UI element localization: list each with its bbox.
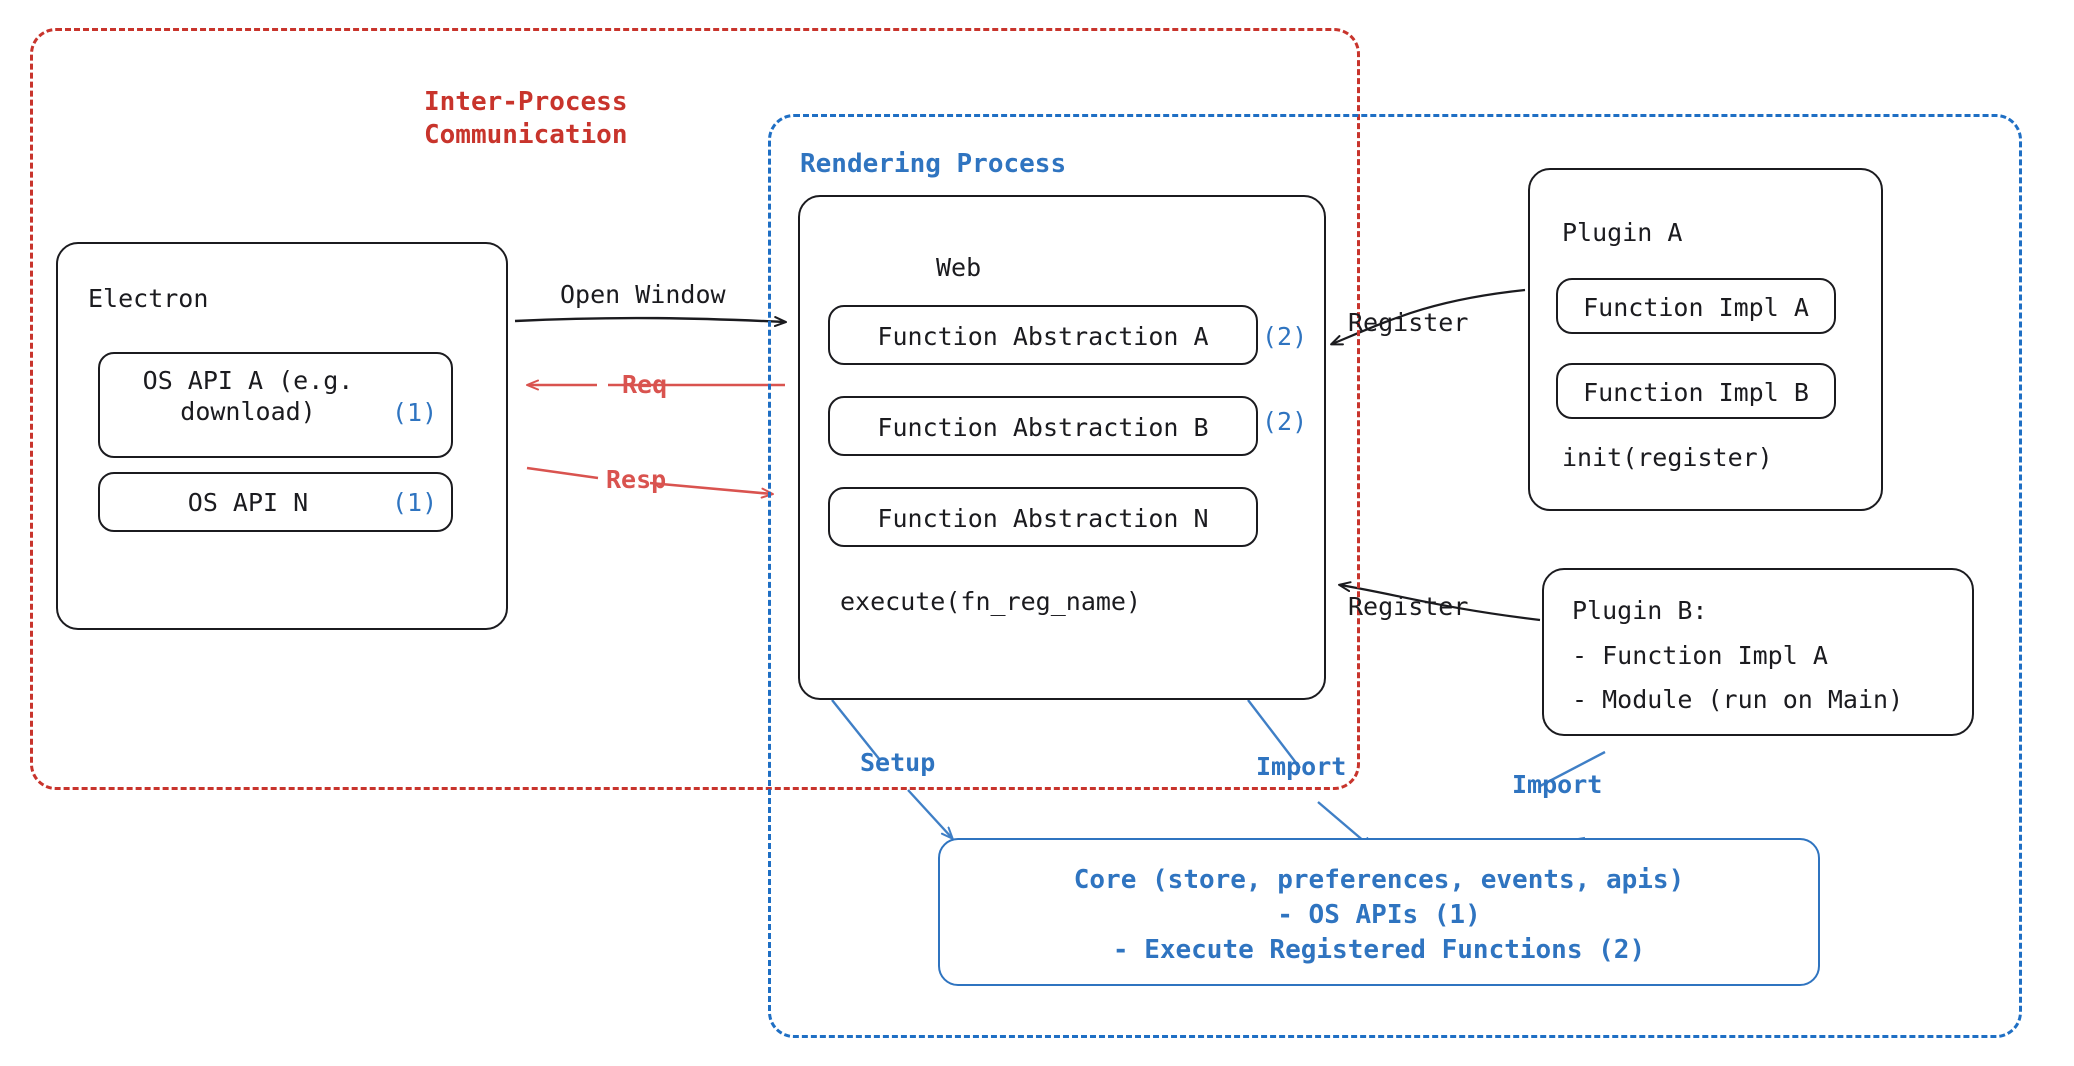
core-line-1: Core (store, preferences, events, apis) [1073,865,1685,895]
os-api-n-tag: (1) [392,488,438,517]
edge-label-import-web: Import [1256,752,1347,781]
function-abstraction-b-box [828,396,1258,456]
function-abstraction-a-tag: (2) [1262,322,1308,351]
region-inter-process-communication [30,28,1360,790]
plugin-a-title: Plugin A [1562,218,1683,247]
os-api-n-box [98,472,453,532]
edge-label-setup: Setup [860,748,936,777]
plugin-a-function-impl-a-label: Function Impl A [1583,293,1809,322]
os-api-a-tag: (1) [392,398,438,427]
plugin-a-box [1528,168,1883,511]
os-api-a-box [98,352,453,458]
edge-label-req: Req [622,370,668,399]
function-abstraction-a-box [828,305,1258,365]
plugin-a-function-impl-b-box [1556,363,1836,419]
edge-label-resp: Resp [606,465,667,494]
plugin-b-title: Plugin B: [1572,596,1708,625]
web-execute-label: execute(fn_reg_name) [840,587,1142,616]
core-box [938,838,1820,986]
function-abstraction-n-label: Function Abstraction N [877,504,1209,533]
function-abstraction-n-box [828,487,1258,547]
function-abstraction-a-label: Function Abstraction A [877,322,1209,351]
edge-label-register-top: Register [1348,308,1469,337]
plugin-a-init-label: init(register) [1562,443,1773,472]
plugin-b-line-2: - Module (run on Main) [1572,685,1904,714]
region-label-ipc: Inter-Process Communication [424,87,628,151]
function-abstraction-b-tag: (2) [1262,407,1308,436]
os-api-n-label: OS API N [187,488,309,517]
plugin-b-line-1: - Function Impl A [1572,641,1828,670]
web-title: Web [936,253,982,282]
region-label-rendering-process: Rendering Process [800,149,1067,179]
function-abstraction-b-label: Function Abstraction B [877,413,1209,442]
edge-label-register-bottom: Register [1348,592,1469,621]
region-rendering-process [768,114,2022,1038]
edge-label-open-window: Open Window [560,280,726,309]
edge-label-import-plugin-b: Import [1512,770,1603,799]
core-line-2: - OS APIs (1) [1277,900,1481,930]
plugin-a-function-impl-b-label: Function Impl B [1583,378,1809,407]
electron-title: Electron [88,284,209,313]
plugin-b-box [1542,568,1974,736]
core-line-3: - Execute Registered Functions (2) [1112,935,1646,965]
plugin-a-function-impl-a-box [1556,278,1836,334]
os-api-a-label: OS API A (e.g. download) [142,366,354,426]
